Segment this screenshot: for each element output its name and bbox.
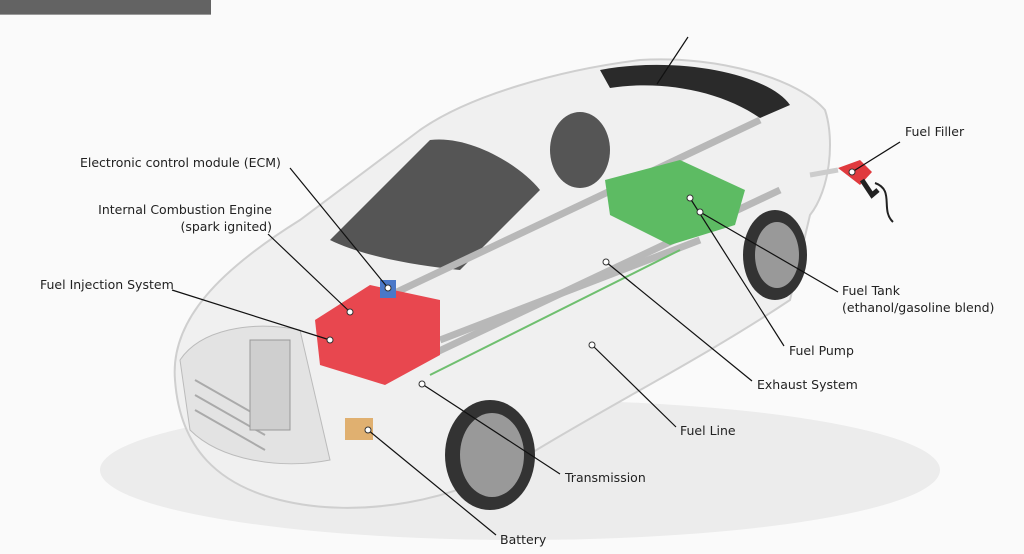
label-fuel-tank: Fuel Tank (ethanol/gasoline blend) [842, 282, 994, 316]
label-fuel-pump: Fuel Pump [789, 343, 854, 358]
battery-box [345, 418, 373, 440]
rear-window [600, 64, 790, 118]
label-engine: Internal Combustion Engine (spark ignite… [60, 201, 272, 235]
fuel-line-pipe [429, 249, 681, 376]
radiator [249, 339, 291, 431]
windshield [330, 139, 540, 270]
leader-lines [171, 36, 901, 536]
label-fuel-filler: Fuel Filler [905, 124, 965, 139]
label-fuel-line: Fuel Line [680, 423, 736, 438]
engine-block [315, 285, 440, 385]
rear-wheel-far [550, 112, 610, 188]
label-exhaust: Exhaust System [757, 377, 858, 392]
label-ecm: Electronic control module (ECM) [80, 155, 281, 170]
front-wheel [445, 400, 535, 510]
label-fuel-tank-line1: Fuel Tank [842, 283, 900, 298]
label-fuel-injection: Fuel Injection System [40, 277, 174, 292]
label-battery: Battery [500, 532, 547, 547]
label-engine-line2: (spark ignited) [180, 219, 272, 234]
label-fuel-tank-line2: (ethanol/gasoline blend) [842, 300, 995, 315]
top-bar [0, 0, 211, 15]
label-engine-line1: Internal Combustion Engine [98, 202, 272, 217]
leader-dots [326, 168, 856, 434]
fuel-tank [605, 160, 745, 245]
label-transmission: Transmission [565, 470, 646, 485]
